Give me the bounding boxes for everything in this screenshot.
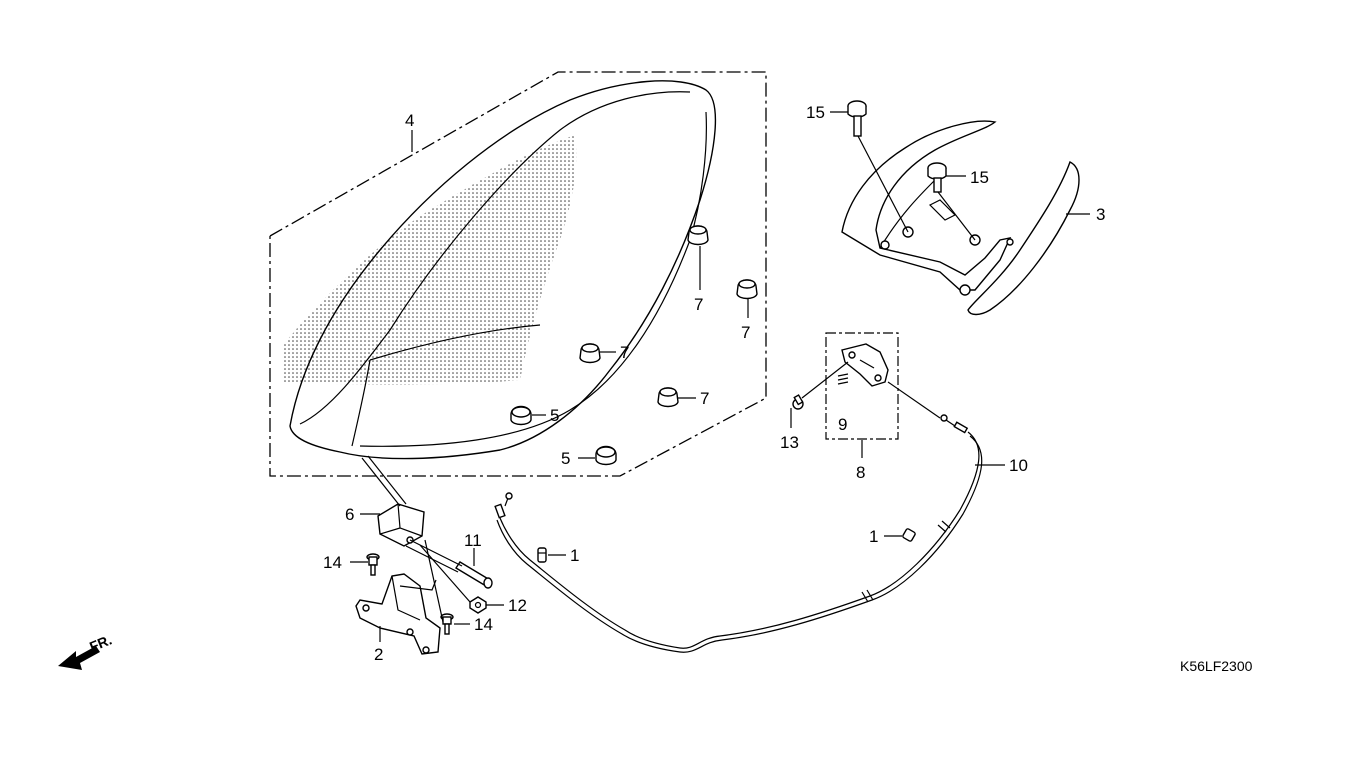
spring-9[interactable]: [837, 373, 849, 385]
callout-14-b: 14: [474, 615, 493, 634]
bolt-14-b[interactable]: [440, 613, 454, 635]
callout-1-a: 1: [570, 546, 579, 565]
callout-10: 10: [1009, 456, 1028, 475]
seat-hinge-6[interactable]: [377, 503, 425, 547]
seat-lock-8[interactable]: [841, 343, 889, 387]
hinge-pin-11[interactable]: [455, 561, 493, 589]
cushion-7-a[interactable]: [687, 225, 709, 246]
callout-9: 9: [838, 415, 847, 434]
callout-8: 8: [856, 463, 865, 482]
seat-part-4[interactable]: [283, 80, 717, 460]
seat-lock-cable-10[interactable]: [494, 414, 983, 653]
callout-3: 3: [1096, 205, 1105, 224]
callout-7-d: 7: [700, 389, 709, 408]
bolt-14-a[interactable]: [366, 553, 380, 576]
cable-clip-1-a[interactable]: [537, 547, 547, 563]
front-direction-arrow: FR.: [58, 631, 114, 670]
callout-4: 4: [405, 111, 414, 130]
grab-rail-part-3[interactable]: [841, 120, 1080, 316]
bolt-15-a[interactable]: [847, 100, 867, 137]
callout-labels: 4 3 15 15 7 7 7 7 5 5 6 11 12 14 14 2 1 …: [323, 103, 1105, 664]
callout-7-a: 7: [694, 295, 703, 314]
callout-1-b: 1: [869, 527, 878, 546]
front-direction-label: FR.: [87, 631, 114, 654]
callout-12: 12: [508, 596, 527, 615]
bolt-15-b[interactable]: [927, 162, 947, 193]
stopper-5-a[interactable]: [510, 405, 532, 426]
seat-lock-box-8: [825, 332, 899, 440]
screw-13[interactable]: [792, 394, 804, 410]
callout-7-b: 7: [741, 323, 750, 342]
callout-15-a: 15: [806, 103, 825, 122]
callout-6: 6: [345, 505, 354, 524]
cable-clip-1-b[interactable]: [902, 528, 916, 542]
callout-11: 11: [464, 531, 482, 550]
callout-7-c: 7: [620, 343, 629, 362]
cushion-7-d[interactable]: [657, 387, 679, 408]
hinge-bracket-2[interactable]: [355, 573, 441, 655]
callout-15-b: 15: [970, 168, 989, 187]
stopper-5-b[interactable]: [595, 445, 617, 466]
callout-13: 13: [780, 433, 799, 452]
callout-5-a: 5: [550, 406, 559, 425]
callout-5-b: 5: [561, 449, 570, 468]
cushion-7-c[interactable]: [579, 343, 601, 364]
callout-2: 2: [374, 645, 383, 664]
drawing-code: K56LF2300: [1180, 658, 1253, 674]
callout-14-a: 14: [323, 553, 342, 572]
leader-lines: [350, 111, 1090, 642]
nut-12[interactable]: [469, 596, 487, 614]
seat-assembly-boundary: [269, 71, 767, 477]
cushion-7-b[interactable]: [736, 279, 758, 300]
arrow-left-icon: [58, 646, 100, 670]
